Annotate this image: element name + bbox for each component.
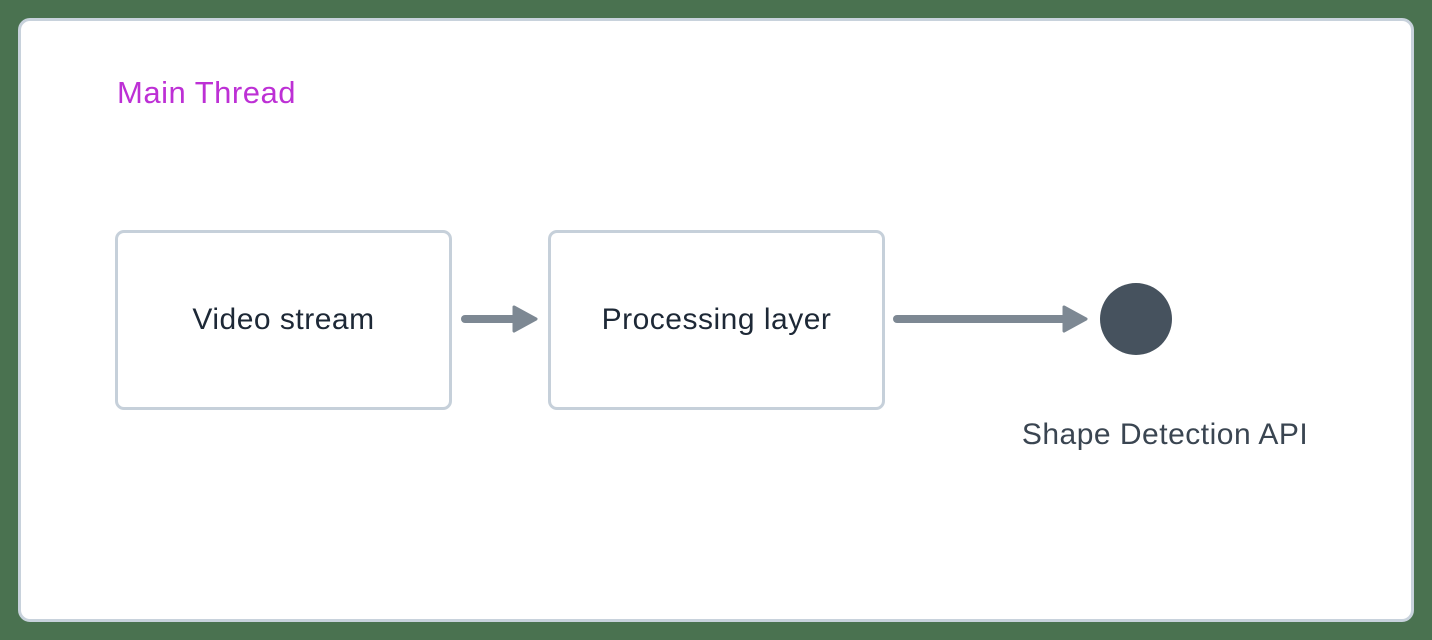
node-video-stream-label: Video stream	[192, 303, 375, 336]
node-video-stream: Video stream	[115, 230, 452, 410]
arrow-right-icon	[461, 305, 538, 333]
arrow-right-icon	[893, 305, 1088, 333]
node-processing-layer: Processing layer	[548, 230, 885, 410]
main-thread-title: Main Thread	[117, 75, 296, 110]
node-shape-detection-circle	[1100, 283, 1172, 355]
node-shape-detection-label: Shape Detection API	[1021, 418, 1309, 451]
node-processing-layer-label: Processing layer	[601, 303, 832, 336]
